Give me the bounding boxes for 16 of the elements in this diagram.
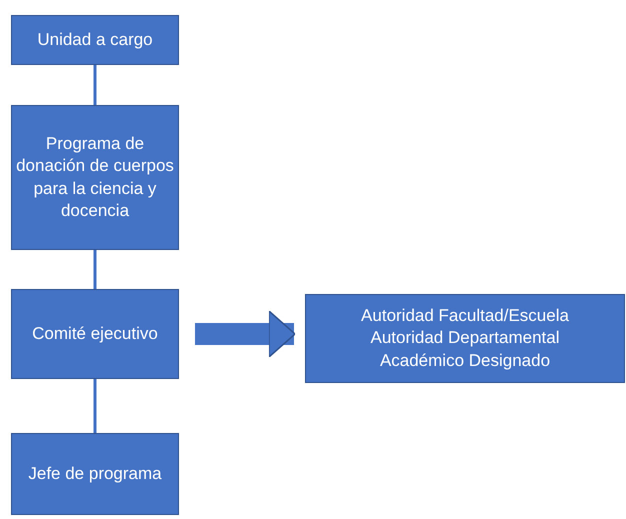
node-label: Autoridad Facultad/Escuela [361,305,569,328]
node-label: Autoridad Departamental [370,327,560,350]
node-label: Programa de donación de cuerpos para la ciencia y docencia [16,133,174,222]
connector-line [94,65,96,105]
process-box [11,15,179,65]
node-label: Jefe de programa [28,462,162,485]
process-box [11,433,179,515]
node-label: Comité ejecutivo [32,322,158,345]
node-label: Académico Designado [380,350,550,372]
connector-line [94,379,96,433]
node-label: Unidad a cargo [37,28,153,51]
connector-line [94,250,96,289]
process-box [305,294,625,383]
process-box [11,289,179,379]
process-box [11,105,179,250]
block-arrow [195,310,296,358]
